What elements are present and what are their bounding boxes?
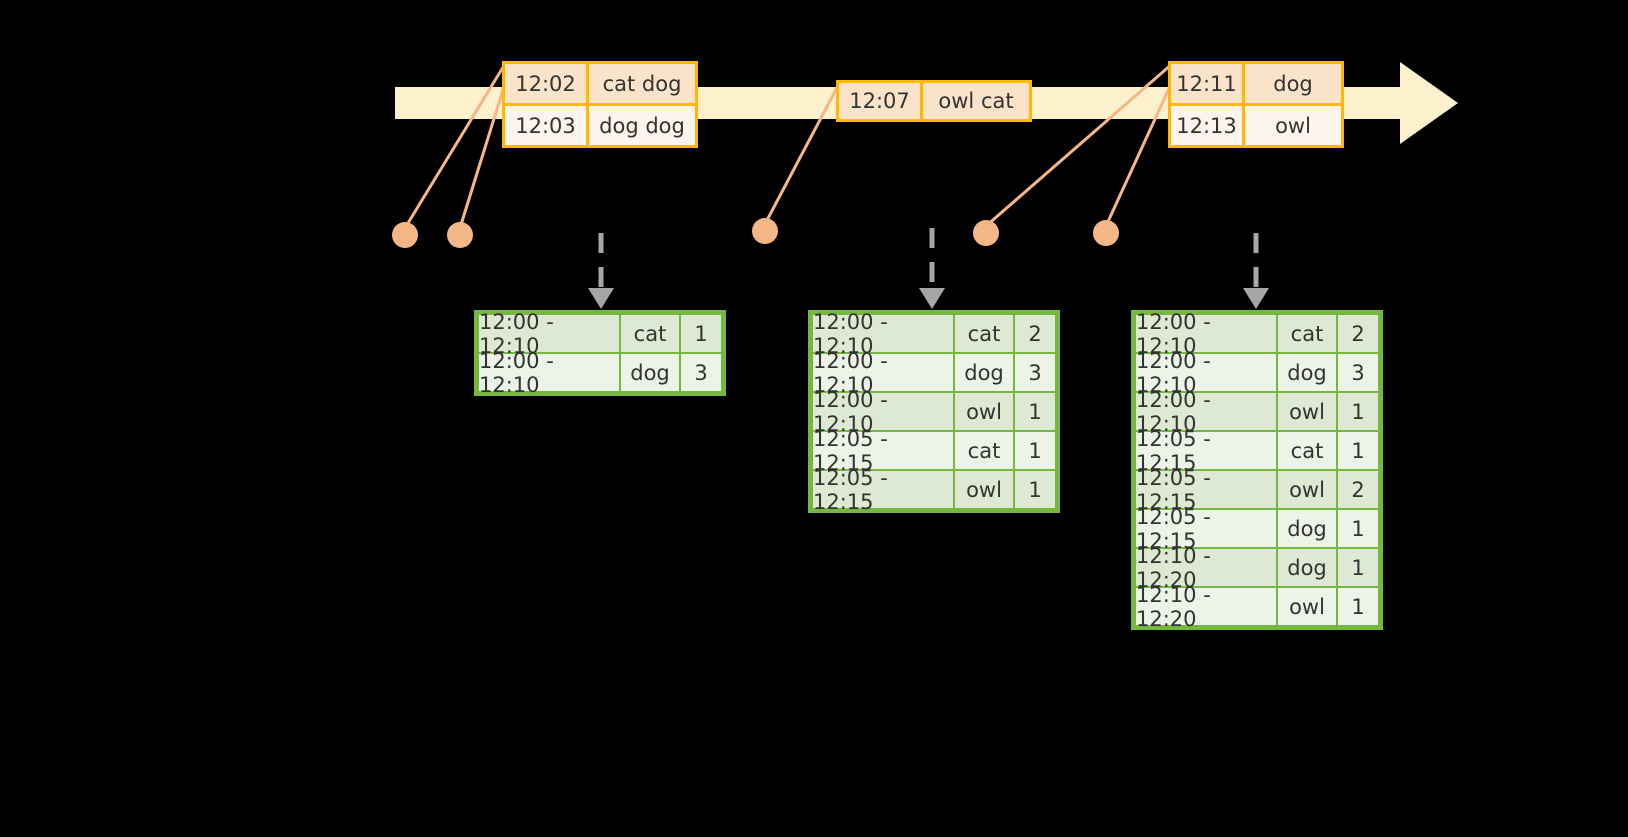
window-cell: 12:05 - 12:15 <box>813 427 953 475</box>
event-box-group-a: 12:02 cat dog 12:03 dog dog <box>502 61 698 148</box>
event-time: 12:02 <box>505 64 589 103</box>
window-cell: 12:00 - 12:10 <box>1136 310 1276 358</box>
count-cell: 1 <box>1338 432 1378 469</box>
window-cell: 12:00 - 12:10 <box>1136 388 1276 436</box>
connector-dot-3 <box>752 218 778 244</box>
count-cell: 1 <box>1338 588 1378 625</box>
connector-dot-4 <box>973 220 999 246</box>
count-cell: 2 <box>1338 471 1378 508</box>
window-cell: 12:05 - 12:15 <box>1136 466 1276 514</box>
event-row: 12:07 owl cat <box>839 83 1029 119</box>
event-value: dog <box>1245 64 1341 103</box>
key-cell: dog <box>621 354 679 391</box>
key-cell: dog <box>1278 510 1336 547</box>
event-box-group-c: 12:11 dog 12:13 owl <box>1168 61 1344 148</box>
count-cell: 3 <box>1015 354 1055 391</box>
key-cell: owl <box>1278 393 1336 430</box>
event-value: cat dog <box>589 64 695 103</box>
count-cell: 3 <box>681 354 721 391</box>
window-cell: 12:00 - 12:10 <box>813 310 953 358</box>
key-cell: owl <box>955 471 1013 508</box>
count-cell: 1 <box>1015 432 1055 469</box>
window-cell: 12:00 - 12:10 <box>479 310 619 358</box>
event-time: 12:11 <box>1171 64 1245 103</box>
count-cell: 1 <box>1015 471 1055 508</box>
timeline-arrow-head-icon <box>1400 62 1458 144</box>
event-time: 12:03 <box>505 106 589 145</box>
connector-dot-2 <box>447 222 473 248</box>
count-cell: 2 <box>1015 315 1055 352</box>
event-value: owl <box>1245 106 1341 145</box>
window-cell: 12:00 - 12:10 <box>1136 349 1276 397</box>
window-cell: 12:00 - 12:10 <box>479 349 619 397</box>
key-cell: owl <box>955 393 1013 430</box>
event-row: 12:02 cat dog <box>505 64 695 103</box>
key-cell: cat <box>1278 432 1336 469</box>
event-value: dog dog <box>589 106 695 145</box>
event-box-group-b: 12:07 owl cat <box>836 80 1032 122</box>
window-cell: 12:10 - 12:20 <box>1136 583 1276 631</box>
event-time: 12:07 <box>839 83 923 119</box>
event-value: owl cat <box>923 83 1029 119</box>
connector-dot-5 <box>1093 220 1119 246</box>
key-cell: owl <box>1278 471 1336 508</box>
key-cell: dog <box>955 354 1013 391</box>
key-cell: cat <box>621 315 679 352</box>
window-cell: 12:00 - 12:10 <box>813 349 953 397</box>
count-cell: 2 <box>1338 315 1378 352</box>
window-cell: 12:05 - 12:15 <box>1136 505 1276 553</box>
count-cell: 1 <box>1338 393 1378 430</box>
key-cell: cat <box>1278 315 1336 352</box>
count-cell: 1 <box>681 315 721 352</box>
count-cell: 1 <box>1015 393 1055 430</box>
event-row: 12:13 owl <box>1171 103 1341 145</box>
window-cell: 12:00 - 12:10 <box>813 388 953 436</box>
key-cell: dog <box>1278 549 1336 586</box>
connector-dot-1 <box>392 222 418 248</box>
count-cell: 1 <box>1338 549 1378 586</box>
key-cell: owl <box>1278 588 1336 625</box>
event-time: 12:13 <box>1171 106 1245 145</box>
window-cell: 12:05 - 12:15 <box>813 466 953 514</box>
count-cell: 1 <box>1338 510 1378 547</box>
window-cell: 12:05 - 12:15 <box>1136 427 1276 475</box>
count-cell: 3 <box>1338 354 1378 391</box>
key-cell: cat <box>955 315 1013 352</box>
key-cell: dog <box>1278 354 1336 391</box>
key-cell: cat <box>955 432 1013 469</box>
event-row: 12:03 dog dog <box>505 103 695 145</box>
event-row: 12:11 dog <box>1171 64 1341 103</box>
window-cell: 12:10 - 12:20 <box>1136 544 1276 592</box>
